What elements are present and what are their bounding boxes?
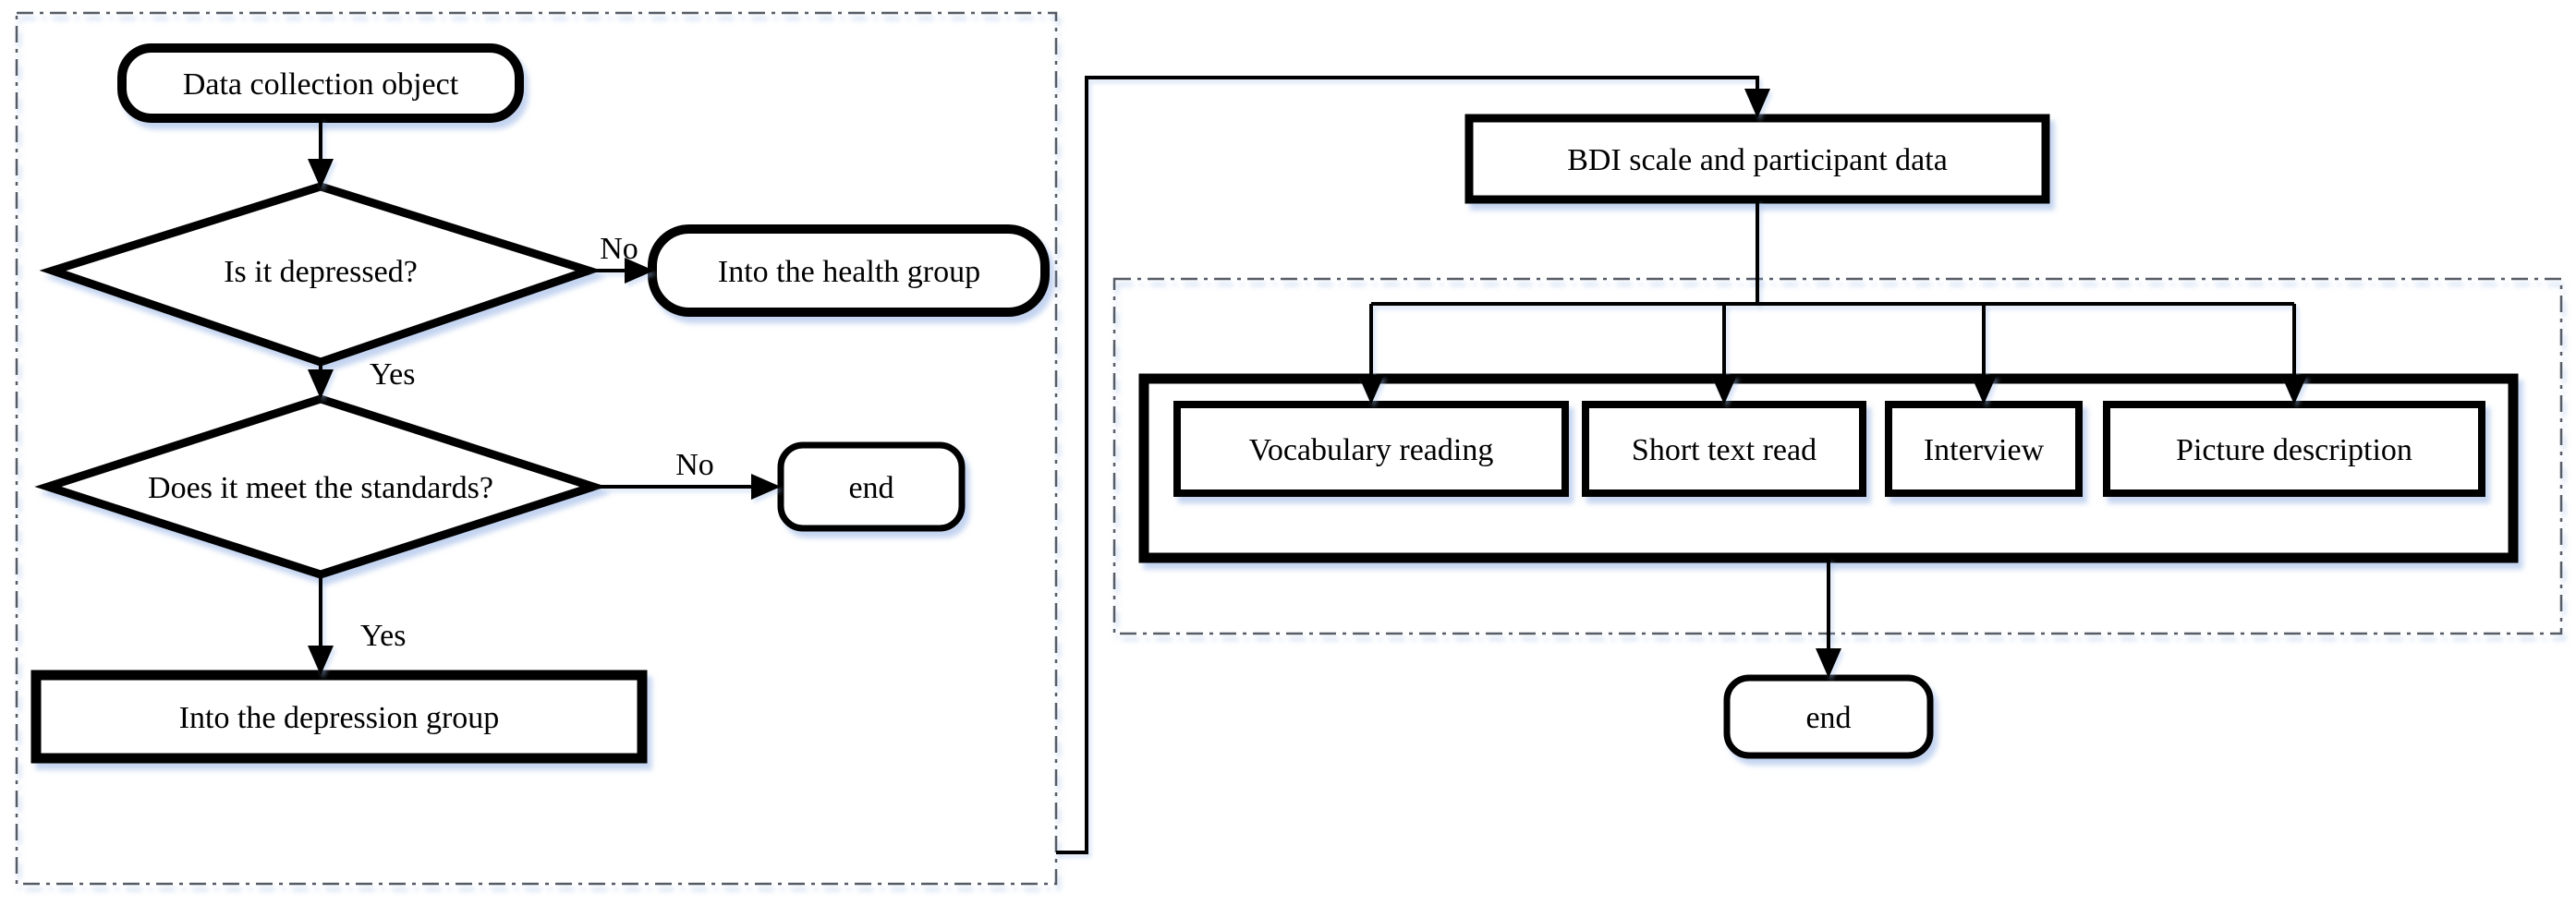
group-boundaries (15, 11, 2563, 886)
decision-depressed-label: Is it depressed? (224, 255, 418, 289)
bdi-label: BDI scale and participant data (1567, 143, 1948, 177)
task-picture-label: Picture description (2176, 433, 2412, 467)
arrowhead-start-to-depressed (308, 159, 334, 188)
decision-standards-label: Does it meet the standards? (148, 471, 493, 505)
edge-label-depressed-no: No (600, 232, 638, 266)
arrowhead-rail-to-interview (1971, 375, 1997, 405)
arrowhead-rail-to-short-text (1711, 375, 1737, 405)
task-interview-label: Interview (1924, 433, 2045, 467)
arrowhead-rail-to-picture (2281, 375, 2307, 405)
depression-group-label: Into the depression group (179, 701, 500, 735)
depression-group-node (30, 670, 648, 764)
screening-group-boundary (15, 11, 1058, 886)
edge-label-standards-yes: Yes (360, 619, 406, 653)
edge-label-standards-no: No (675, 448, 714, 482)
arrowhead-rail-to-vocabulary (1358, 375, 1384, 405)
edge-label-depressed-yes: Yes (370, 357, 415, 392)
end-left-label: end (848, 471, 893, 505)
connectors (308, 76, 2307, 854)
flow-shapes (30, 43, 2519, 764)
arrowhead-depressed-no (625, 258, 654, 284)
health-group-label: Into the health group (718, 255, 980, 289)
arrowhead-group-to-bdi (1744, 89, 1770, 118)
arrowhead-tasks-to-end (1816, 648, 1841, 678)
tasks-group-boundary (1112, 277, 2563, 635)
arrowhead-depressed-yes (308, 369, 334, 399)
arrowhead-standards-yes (308, 646, 334, 675)
labels: Data collection object Is it depressed? … (148, 67, 2412, 735)
task-vocabulary-node (1173, 401, 1569, 497)
start-label: Data collection object (183, 67, 459, 102)
edge-group-to-bdi (1056, 76, 1759, 854)
end-right-label: end (1805, 701, 1851, 735)
arrowhead-standards-no (751, 474, 781, 500)
bdi-node (1464, 114, 2050, 204)
task-short-text-label: Short text read (1632, 433, 1817, 467)
task-vocabulary-label: Vocabulary reading (1249, 433, 1494, 467)
